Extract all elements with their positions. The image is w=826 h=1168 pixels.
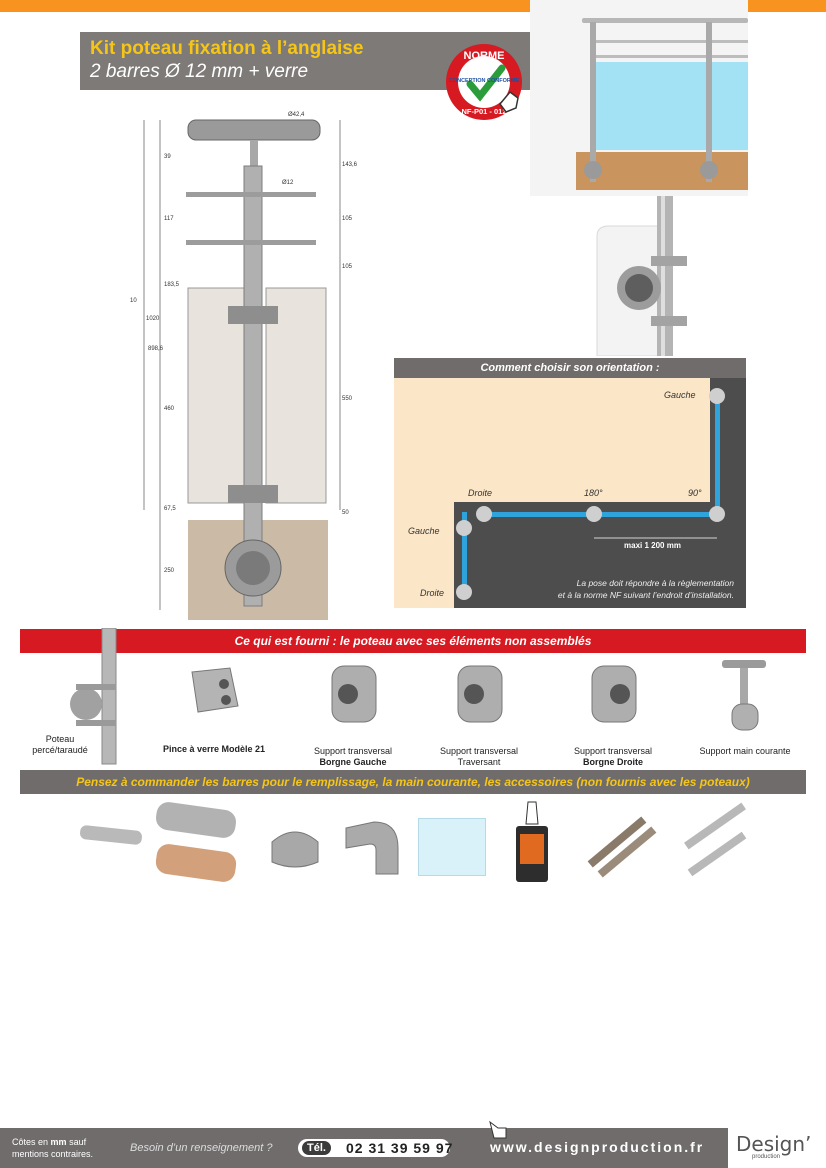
badge-bottom-text: NF-P01 - 012	[461, 107, 506, 116]
label-gauche-top: Gauche	[664, 390, 696, 400]
dim-143-6: 143,6	[342, 162, 358, 168]
support-through-image	[457, 665, 503, 723]
label-maxi: maxi 1 200 mm	[624, 541, 681, 550]
phone-pill[interactable]	[298, 1139, 450, 1157]
dim-898-6: 898,6	[148, 346, 164, 352]
logo-box	[728, 1128, 826, 1168]
phone-label: Tél.	[302, 1141, 331, 1155]
part-label-blind-right: Support transversal Borgne Droite	[573, 746, 653, 767]
anchor-bolts-image	[684, 802, 747, 877]
part-label-blind-left: Support transversal Borgne Gauche	[313, 746, 393, 767]
badge-middle-text: CONCEPTION CONFORME	[449, 78, 520, 84]
page-subtitle: 2 barres Ø 12 mm + verre	[90, 61, 309, 82]
dim-250: 250	[164, 568, 175, 574]
label-90: 90°	[688, 488, 702, 498]
dim-117: 117	[164, 216, 174, 222]
pointer-hand-icon	[489, 1120, 507, 1139]
phone-number[interactable]: 02 31 39 59 97	[346, 1140, 454, 1156]
part-label-handrail-support: Support main courante	[699, 746, 791, 756]
dim-105-a: 105	[342, 216, 353, 222]
label-droite: Droite	[468, 488, 492, 498]
dim-10: 10	[130, 298, 137, 304]
brand-logo-sub: production	[752, 1154, 781, 1160]
orientation-header: Comment choisir son orientation :	[394, 358, 746, 378]
handrail-tubes-image	[155, 802, 237, 882]
bar-accessory-image	[80, 825, 142, 845]
railing-photo	[530, 0, 748, 196]
brand-logo: Design’	[736, 1132, 812, 1156]
label-180: 180°	[584, 488, 603, 498]
footer-dimension-note: Côtes en mm sauf mentions contraires.	[12, 1137, 94, 1159]
dim-67-5: 67,5	[164, 506, 176, 512]
part-label-through: Support transversal Traversant	[439, 746, 519, 767]
elbow-connector-image	[345, 821, 399, 875]
end-cap-image	[271, 831, 319, 868]
website-link[interactable]: www.designproduction.fr	[490, 1139, 705, 1155]
drill-bits-image	[587, 816, 657, 878]
page-title: Kit poteau fixation à l’anglaise	[90, 38, 364, 59]
reminder-header: Pensez à commander les barres pour le re…	[20, 770, 806, 794]
part-label-clamp: Pince à verre Modèle 21	[162, 744, 266, 754]
post-image	[70, 628, 117, 765]
dim-105-b: 105	[342, 264, 353, 270]
dim-bar-diameter: Ø12	[282, 180, 294, 186]
threadlocker-bottle-image	[516, 801, 548, 882]
dim-1020: 1020	[146, 316, 160, 322]
regulation-note-1: La pose doit répondre à la règlementatio…	[577, 578, 735, 588]
dim-39: 39	[164, 154, 171, 160]
orientation-diagram: Gauche Droite 180° 90° Gauche Droite max…	[394, 378, 746, 608]
dim-550: 550	[342, 396, 353, 402]
regulation-note-2: et à la norme NF suivant l’endroit d’ins…	[558, 590, 734, 600]
dim-50: 50	[342, 510, 349, 516]
dim-183-5: 183,5	[164, 282, 180, 288]
part-label-post: Poteau percé/taraudé	[32, 734, 88, 755]
glass-clamp-image	[191, 667, 239, 713]
mounting-photo	[595, 196, 745, 356]
technical-drawing: Ø42,4 39 143,6 Ø12 117 105 183,5 105 102…	[130, 112, 358, 620]
support-blind-right-image	[591, 665, 637, 723]
glass-panel-image	[418, 818, 486, 876]
support-blind-left-image	[331, 665, 377, 723]
label-droite-bottom: Droite	[420, 588, 444, 598]
handrail-support-image	[722, 660, 766, 731]
dim-handrail: Ø42,4	[288, 112, 305, 118]
label-gauche-left: Gauche	[408, 526, 440, 536]
supplied-header: Ce qui est fourni : le poteau avec ses é…	[20, 629, 806, 653]
dim-460: 460	[164, 406, 175, 412]
footer-question: Besoin d’un renseignement ?	[130, 1142, 273, 1154]
nf-norm-badge-icon: NORME CONCEPTION CONFORME NF-P01 - 012	[446, 44, 522, 120]
badge-top-text: NORME	[464, 50, 505, 62]
